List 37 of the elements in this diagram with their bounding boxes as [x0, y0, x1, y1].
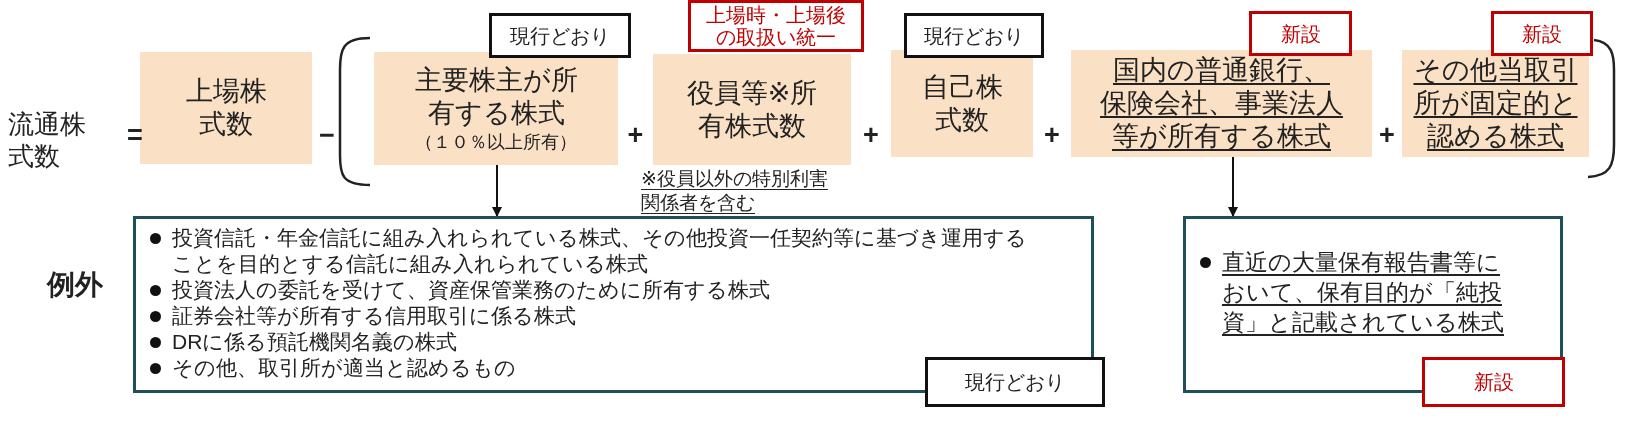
box-text: その他当取引所が固定的と認める株式: [1412, 54, 1579, 153]
box-text: 自己株式数: [920, 70, 1004, 137]
box-text: 役員等※所有株式数: [685, 76, 819, 143]
term-box: [653, 54, 851, 165]
bullet-item: 直近の大量保有報告書等において、保有目的が「純投資」と記載されている株式: [1196, 247, 1510, 337]
term-label: 流通株式数: [8, 108, 87, 172]
box-text: 国内の普通銀行、保険会社、事業法人等が所有する株式: [1099, 54, 1344, 153]
operator-sign: =: [126, 120, 144, 151]
status-tag: 現行どおり: [489, 13, 631, 58]
operator-sign: −: [318, 120, 336, 151]
bullet-item: 投資法人の委託を受けて、資産保管業務のために所有する株式: [146, 277, 1030, 303]
operator-sign: +: [1043, 120, 1061, 151]
term-box: [374, 52, 618, 165]
exception-panel: [133, 216, 1094, 393]
operator-sign: +: [626, 120, 645, 151]
term-box: [140, 52, 312, 164]
footnote: ※役員以外の特別利害関係者を含む: [641, 167, 829, 215]
status-tag: 新設: [1422, 357, 1565, 407]
arrow: [492, 164, 502, 217]
term-box: [1071, 50, 1372, 157]
status-tag: 新設: [1249, 11, 1352, 56]
bullet-item: 証券会社等が所有する信用取引に係る株式: [146, 303, 1030, 329]
box-text: 主要株主が所有する株式: [413, 63, 579, 130]
operator-sign: +: [862, 120, 880, 151]
bullet-item: 投資信託・年金信託に組み入れられている株式、その他投資一任契約等に基づき運用することを目的とする信託に組み入れられている株式: [146, 225, 1030, 277]
status-tag: 新設: [1491, 11, 1593, 56]
arrow: [1228, 156, 1238, 217]
bullet-item: DRに係る預託機関名義の株式: [146, 329, 1030, 355]
term-box: [1402, 50, 1589, 157]
operator-sign: +: [1378, 120, 1396, 151]
box-note: （１０％以上所有）: [415, 130, 577, 154]
status-tag: 上場時・上場後の取扱い統一: [688, 0, 864, 52]
term-box: [891, 50, 1033, 157]
box-text: 上場株式数: [184, 75, 268, 141]
status-tag: 現行どおり: [904, 13, 1044, 58]
exception-panel: [1183, 216, 1563, 393]
section-label: 例外: [45, 268, 104, 302]
